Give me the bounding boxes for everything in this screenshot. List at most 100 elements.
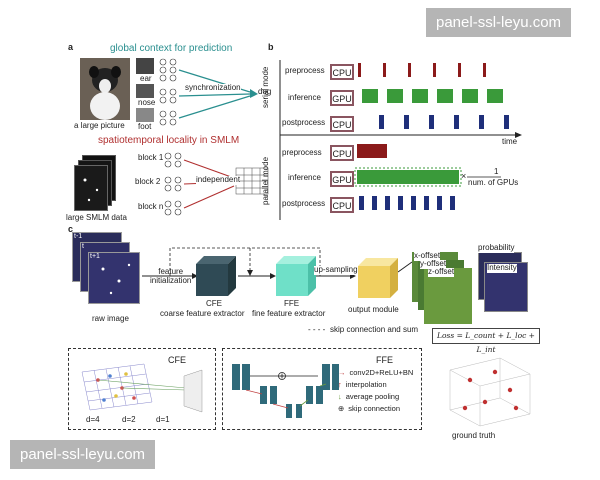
dilation-d4: d=4 <box>86 415 100 424</box>
global-context-title: global context for prediction <box>110 43 233 54</box>
panel-a-bottom-network <box>164 152 269 216</box>
ground-truth-plot <box>449 357 531 427</box>
raw-frame-front <box>88 252 140 304</box>
part-foot: foot <box>138 122 152 131</box>
parallel-inference-label: inference <box>288 173 321 182</box>
serial-cpu-box-1: CPU <box>330 64 354 80</box>
parallel-cpu-box-1: CPU <box>330 145 354 161</box>
feature-init-label: feature initialization <box>150 267 192 285</box>
frame-label-t-plus-1: t+1 <box>90 253 100 260</box>
ground-truth-points <box>462 369 519 411</box>
cfe-long-label: coarse feature extractor <box>160 309 245 318</box>
nose-thumb <box>136 84 154 98</box>
legend-skip-label: skip connection <box>348 404 400 413</box>
smlm-stack-front <box>74 165 108 211</box>
ffe-long-label: fine feature extractor <box>252 309 326 318</box>
legend-interp-label: interpolation <box>345 380 387 389</box>
ffe-cube <box>276 256 316 296</box>
foot-thumb <box>136 108 154 122</box>
block-2-label: block 2 <box>135 177 161 186</box>
serial-inference-label: inference <box>288 93 321 102</box>
watermark-top: panel-ssl-leyu.com <box>426 8 572 37</box>
frame-label-t: t <box>82 243 84 250</box>
timing-diagram <box>279 60 522 220</box>
independent-label: independent <box>196 175 241 185</box>
pool-arrow-icon: ↓ <box>338 392 342 401</box>
parallel-inference-bar <box>357 170 459 184</box>
cfe-detail-box <box>68 348 216 430</box>
panel-a-letter: a <box>68 42 74 52</box>
skip-plus-icon: ⊕ <box>338 404 345 413</box>
z-offset-map <box>424 268 472 324</box>
interp-arrow-icon: ↑ <box>338 380 342 389</box>
legend-conv: → conv2D+ReLU+BN <box>338 368 413 377</box>
cfe-short-label: CFE <box>206 299 222 308</box>
intensity-label: Intensity <box>487 263 517 273</box>
panel-c-letter: c <box>68 224 74 234</box>
dog-illustration <box>80 58 130 120</box>
block-1-label: block 1 <box>138 153 164 162</box>
legend-conv-label: conv2D+ReLU+BN <box>349 368 414 377</box>
part-ear: ear <box>140 74 152 83</box>
probability-label: probability <box>478 243 515 253</box>
ffe-legend: → conv2D+ReLU+BN ↑ interpolation ↓ avera… <box>338 368 413 416</box>
serial-preprocess-label: preprocess <box>285 66 325 75</box>
watermark-bottom: panel-ssl-leyu.com <box>10 440 156 469</box>
raw-image-label: raw image <box>92 314 129 323</box>
smlm-data-label: large SMLM data <box>66 213 127 222</box>
legend-pool-label: average pooling <box>345 392 400 401</box>
picture-label: a large picture <box>74 121 125 130</box>
ffe-unet-graphic <box>232 364 339 418</box>
block-n-label: block n <box>138 202 164 211</box>
parallel-preprocess-bar <box>357 144 387 158</box>
skip-path-top <box>169 247 321 276</box>
serial-inference-bars <box>362 89 503 103</box>
sync-label: synchronization <box>185 83 241 93</box>
part-nose: nose <box>138 98 156 107</box>
parallel-inference-outline <box>354 167 462 187</box>
cfe-detail-title: CFE <box>168 355 186 365</box>
ffe-detail-box <box>222 348 422 430</box>
dilation-d2: d=2 <box>122 415 136 424</box>
serial-gpu-box: GPU <box>330 90 354 106</box>
conv-arrow-icon: → <box>338 368 346 377</box>
serial-cpu-box-2: CPU <box>330 116 354 132</box>
parallel-postprocess-bars <box>359 196 455 210</box>
legend-interp: ↑ interpolation <box>338 380 413 389</box>
z-offset-label: z-offset <box>428 267 455 277</box>
ffe-detail-title: FFE <box>376 355 393 365</box>
ground-truth-label: ground truth <box>452 431 496 440</box>
parallel-mode-label: parallel mode <box>261 156 270 205</box>
dilation-d1: d=1 <box>156 415 170 424</box>
time-arrowhead <box>515 132 522 138</box>
legend-pool: ↓ average pooling <box>338 392 413 401</box>
serial-postprocess-label: postprocess <box>282 118 326 127</box>
cfe-cube <box>196 256 236 296</box>
parallel-gpu-box: GPU <box>330 171 354 187</box>
output-cube <box>358 258 398 298</box>
dog-output-label: dog <box>258 87 272 96</box>
parallel-preprocess-label: preprocess <box>282 148 322 157</box>
serial-preprocess-bars <box>358 63 486 77</box>
loss-formula: Loss = L_count + L_loc + L_int <box>432 328 540 354</box>
time-axis-label: time <box>502 137 518 146</box>
output-module-label: output module <box>348 305 399 314</box>
serial-mode-label: serial mode <box>261 66 270 108</box>
dog-picture <box>80 58 130 120</box>
skip-legend-dashes: - - - - <box>308 325 326 334</box>
parallel-cpu-box-2: CPU <box>330 197 354 213</box>
net-node-group-1 <box>159 58 177 82</box>
parallel-postprocess-label: postprocess <box>282 199 326 208</box>
ear-thumb <box>136 58 154 74</box>
spatiotemporal-title: spatiotemporal locality in SMLM <box>98 135 240 146</box>
times-sign: × <box>461 171 467 181</box>
dilated-conv-graphic <box>81 363 203 413</box>
grid-output <box>235 167 269 195</box>
fraction-numerator: 1 <box>494 167 499 176</box>
fraction-denominator: num. of GPUs <box>468 178 519 187</box>
serial-postprocess-bars <box>379 115 509 129</box>
ffe-short-label: FFE <box>284 299 300 308</box>
x-offset-label: x-offset <box>414 251 441 261</box>
upsampling-label: up-sampling <box>314 265 358 275</box>
y-offset-label: y-offset <box>420 259 447 269</box>
